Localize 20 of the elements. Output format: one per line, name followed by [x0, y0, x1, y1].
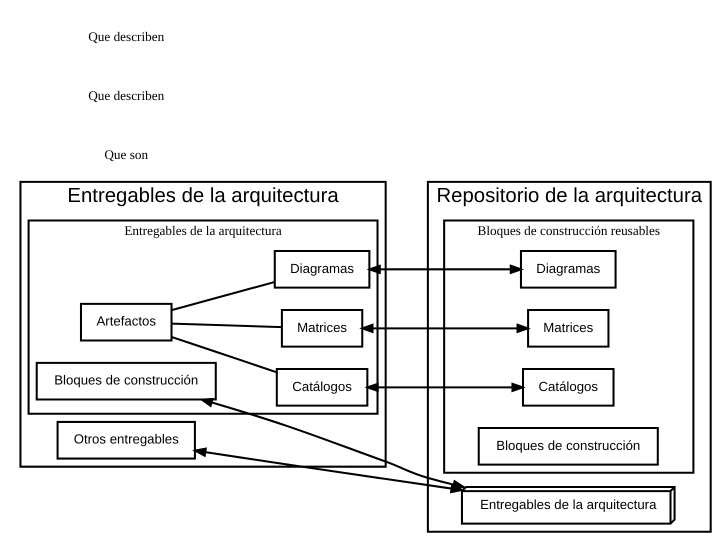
node-box: Bloques de construcción: [478, 427, 659, 466]
connector: [172, 322, 282, 328]
node-box: Matrices: [280, 309, 364, 348]
arrow: [359, 323, 531, 334]
node-box: Catálogos: [522, 368, 615, 407]
label: Que describen: [88, 88, 164, 103]
node-box: Bloques de construcción: [36, 362, 217, 401]
connector: [171, 281, 275, 312]
node-box: Catálogos: [276, 368, 368, 407]
arrow: [192, 447, 465, 494]
label: Que describen: [88, 28, 164, 44]
node-box: Artefactos: [80, 302, 173, 342]
node-box: Diagramas: [520, 250, 617, 289]
label: Que son: [104, 146, 148, 162]
arrow: [366, 264, 524, 274]
arrow: [364, 382, 526, 392]
connector: [172, 336, 278, 374]
node-box: Otros entregables: [56, 420, 196, 460]
node-box: Matrices: [527, 309, 610, 348]
node-box: Diagramas: [274, 250, 370, 289]
